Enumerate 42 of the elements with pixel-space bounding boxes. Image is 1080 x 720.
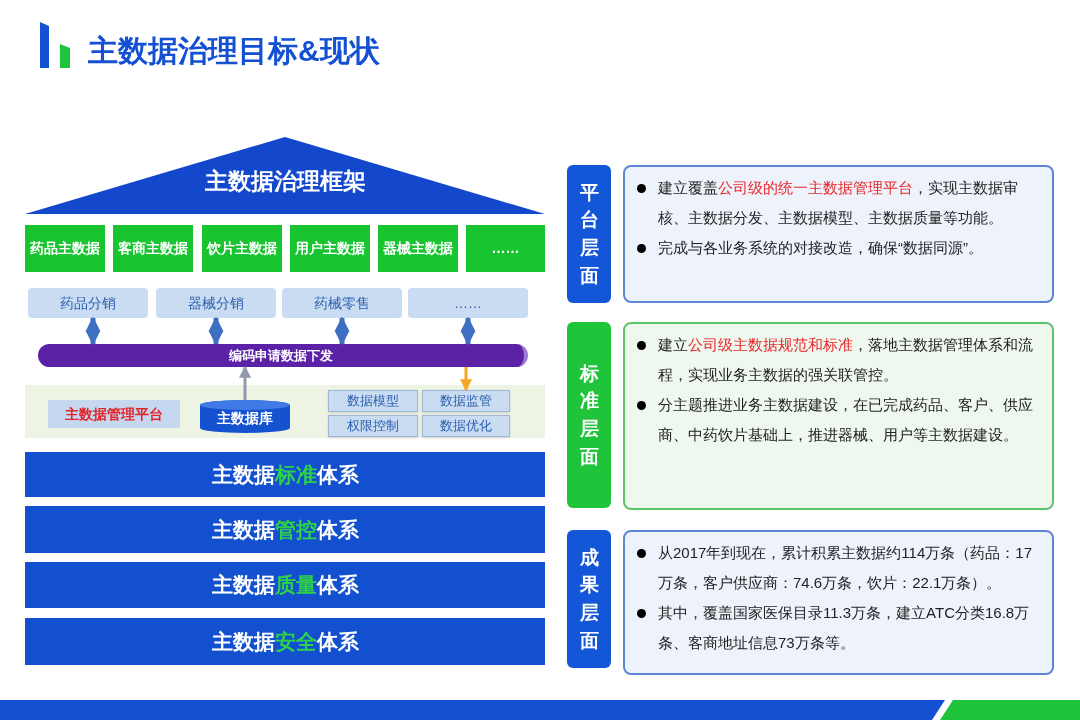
arrow [85, 316, 101, 346]
business-box: 药品分销 [28, 288, 148, 318]
layer-tab: 标准层面 [567, 322, 611, 508]
arrow [460, 316, 476, 346]
platform-band [25, 385, 545, 438]
database-label: 主数据库 [217, 409, 273, 428]
function-box: 数据优化 [422, 415, 510, 437]
platform-box: 主数据管理平台 [48, 400, 180, 428]
function-box: 权限控制 [328, 415, 418, 437]
system-bar: 主数据质量体系 [25, 562, 545, 608]
bullet-text: 建立覆盖公司级的统一主数据管理平台，实现主数据审核、主数据分发、主数据模型、主数据质量等功能。 [658, 178, 1019, 228]
content-card [623, 530, 1054, 675]
data-category-box: 用户主数据 [290, 225, 370, 272]
business-box: 器械分销 [156, 288, 276, 318]
data-category-box: 饮片主数据 [202, 225, 282, 272]
system-bar: 主数据安全体系 [25, 618, 545, 665]
layer-tab: 成果层面 [567, 530, 611, 668]
business-box: …… [408, 288, 528, 318]
system-bar: 主数据管控体系 [25, 506, 545, 553]
page-title: 主数据治理目标&现状 [88, 33, 380, 69]
content-card [623, 165, 1054, 303]
bullet-text: 从2017年到现在，累计积累主数据约114万条（药品：17万条，客户供应商：74.6万条，饮片：22.1万条）。 [658, 543, 1033, 593]
arrow [208, 316, 224, 346]
bullet-text: 建立公司级主数据规范和标准，落地主数据管理体系和流程，实现业务主数据的强关联管控。 [658, 335, 1034, 385]
arrow [334, 316, 350, 346]
data-category-box: 客商主数据 [113, 225, 193, 272]
pipe-bar: 编码申请数据下发 [38, 344, 528, 367]
layer-tab: 平台层面 [567, 165, 611, 303]
bullet-text: 分主题推进业务主数据建设，在已完成药品、客户、供应商、中药饮片基础上，推进器械、用户等主数据建设。 [658, 395, 1034, 445]
arrow [239, 365, 251, 400]
data-category-box: 器械主数据 [378, 225, 458, 272]
arrow [460, 367, 472, 392]
system-bar: 主数据标准体系 [25, 452, 545, 497]
business-box: 药械零售 [282, 288, 402, 318]
function-box: 数据模型 [328, 390, 418, 412]
bullet-text: 其中，覆盖国家医保目录11.3万条，建立ATC分类16.8万条、客商地址信息73万条等。 [658, 603, 1031, 653]
bullet-text: 完成与各业务系统的对接改造，确保“数据同源”。 [658, 238, 983, 258]
data-category-box: …… [466, 225, 545, 272]
data-category-box: 药品主数据 [25, 225, 105, 272]
function-box: 数据监管 [422, 390, 510, 412]
framework-title: 主数据治理框架 [204, 166, 366, 196]
content-card [623, 322, 1054, 510]
